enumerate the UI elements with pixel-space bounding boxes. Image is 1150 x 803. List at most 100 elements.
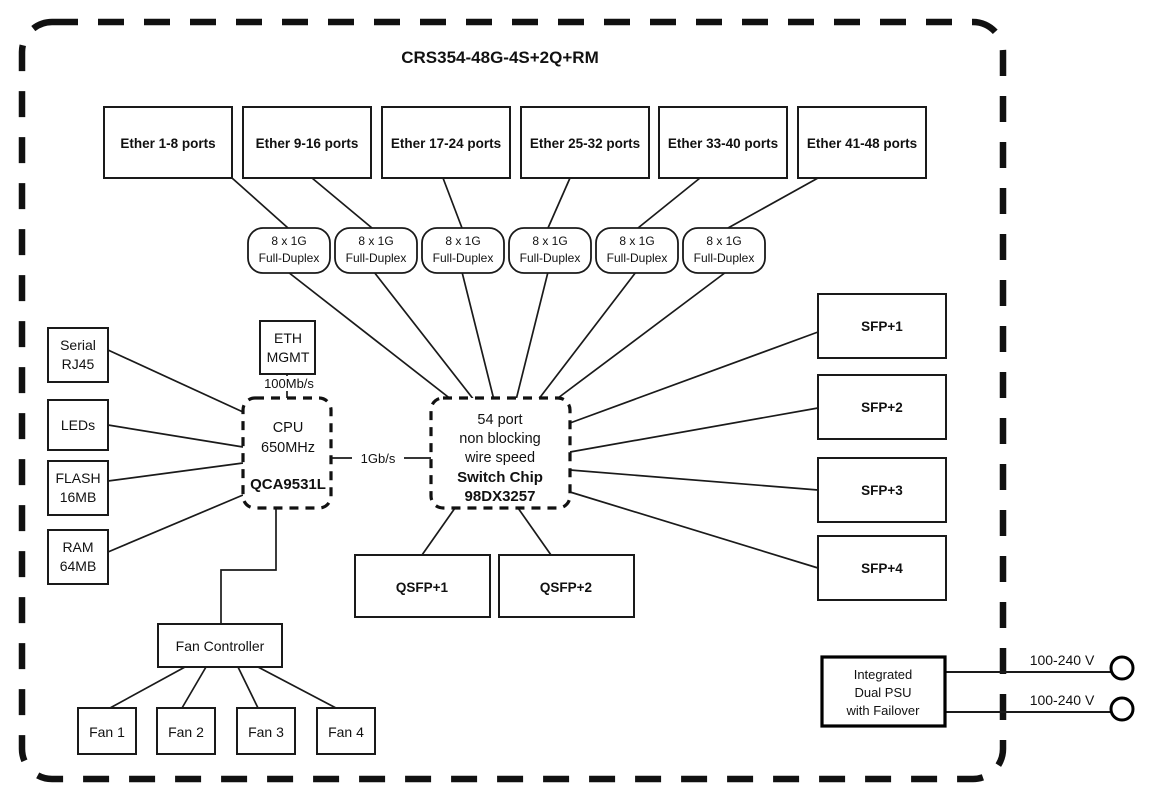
ether-group-4[interactable]: Ether 25-32 ports (520, 106, 650, 179)
switch-chip-line1: 54 port (477, 412, 522, 428)
qsfp-port-1-label: QSFP+1 (396, 580, 449, 595)
peripheral-serial-rj45[interactable]: Serial RJ45 (47, 327, 109, 383)
link-pill3-switch (461, 271, 495, 401)
ether-group-4-label: Ether 25-32 ports (530, 136, 640, 151)
link-leds-cpu (107, 424, 244, 448)
fan-3[interactable]: Fan 3 (236, 707, 296, 755)
eth-mgmt-line1: ETH (274, 330, 302, 346)
sfp-port-1-box[interactable] (817, 293, 947, 359)
link-pill-5-line2: Full-Duplex (607, 251, 668, 265)
link-pill-1-shape[interactable] (247, 227, 331, 274)
ether-group-5[interactable]: Ether 33-40 ports (658, 106, 788, 179)
cpu-label-line2: 650MHz (261, 440, 315, 456)
peripheral-ram-box[interactable] (47, 529, 109, 585)
psu-block-box[interactable] (820, 655, 947, 728)
link-pill-3[interactable]: 8 x 1G Full-Duplex (421, 227, 505, 274)
peripheral-serial-rj45-box[interactable] (47, 327, 109, 383)
peripheral-flash[interactable]: FLASH 16MB (47, 460, 109, 516)
qsfp-port-2-box[interactable] (498, 554, 635, 618)
ether-group-1-label: Ether 1-8 ports (120, 136, 215, 151)
sfp-port-2-box[interactable] (817, 374, 947, 440)
sfp-port-3-box[interactable] (817, 457, 947, 523)
sfp-port-1[interactable]: SFP+1 (817, 293, 947, 359)
link-fanctrl-fan4 (257, 666, 337, 709)
peripheral-ram[interactable]: RAM 64MB (47, 529, 109, 585)
fan-controller-to-fan-links (109, 666, 337, 709)
peripheral-leds[interactable]: LEDs (47, 399, 109, 451)
link-pill-3-shape[interactable] (421, 227, 505, 274)
link-ether3-pill3 (442, 177, 463, 229)
qsfp-port-1[interactable]: QSFP+1 (354, 554, 491, 618)
qsfp-port-1-box[interactable] (354, 554, 491, 618)
peripheral-leds-box[interactable] (47, 399, 109, 451)
ether-group-1-box[interactable] (103, 106, 233, 179)
ether-group-2[interactable]: Ether 9-16 ports (242, 106, 372, 179)
link-fanctrl-fan2 (181, 666, 207, 709)
sfp-port-4[interactable]: SFP+4 (817, 535, 947, 601)
eth-mgmt-line2: MGMT (267, 349, 310, 365)
psu-line3: with Failover (846, 703, 921, 718)
fan-4[interactable]: Fan 4 (316, 707, 376, 755)
sfp-port-4-box[interactable] (817, 535, 947, 601)
cpu-block-outline[interactable] (241, 396, 333, 510)
link-ether1-pill1 (231, 177, 289, 229)
ether-group-6[interactable]: Ether 41-48 ports (797, 106, 927, 179)
ether-group-3[interactable]: Ether 17-24 ports (381, 106, 511, 179)
switch-chip-block[interactable]: 54 port non blocking wire speed Switch C… (429, 396, 572, 510)
ether-group-4-box[interactable] (520, 106, 650, 179)
link-pill-5-line1: 8 x 1G (619, 234, 654, 248)
ether-group-2-label: Ether 9-16 ports (256, 136, 359, 151)
eth-mgmt-box[interactable] (259, 320, 316, 375)
link-pill-4-line1: 8 x 1G (532, 234, 567, 248)
link-pill-6-shape[interactable] (682, 227, 766, 274)
cpu-label-line1: CPU (273, 420, 304, 436)
fan-1-box[interactable] (77, 707, 137, 755)
fan-2-label: Fan 2 (168, 724, 204, 740)
sfp-port-2[interactable]: SFP+2 (817, 374, 947, 440)
peripheral-serial-rj45-line2: RJ45 (62, 356, 95, 372)
fan-4-box[interactable] (316, 707, 376, 755)
link-pill-2-shape[interactable] (334, 227, 418, 274)
ether-group-3-box[interactable] (381, 106, 511, 179)
link-pill-2[interactable]: 8 x 1G Full-Duplex (334, 227, 418, 274)
fan-2-box[interactable] (156, 707, 216, 755)
link-cpu-fan-controller (220, 508, 277, 624)
cpu-switch-speed-backdrop (352, 449, 404, 466)
link-pill-1[interactable]: 8 x 1G Full-Duplex (247, 227, 331, 274)
link-fanctrl-fan1 (109, 666, 186, 709)
link-pill-6-line1: 8 x 1G (706, 234, 741, 248)
ether-group-1[interactable]: Ether 1-8 ports (103, 106, 233, 179)
fan-controller[interactable]: Fan Controller (157, 623, 283, 668)
link-pill-5-shape[interactable] (595, 227, 679, 274)
link-pill-4[interactable]: 8 x 1G Full-Duplex (508, 227, 592, 274)
fan-1-label: Fan 1 (89, 724, 125, 740)
fan-controller-box[interactable] (157, 623, 283, 668)
cpu-block[interactable]: CPU 650MHz QCA9531L (241, 396, 333, 510)
switch-chip-line4: Switch Chip (457, 469, 543, 486)
power-input-2-label: 100-240 V (1030, 692, 1095, 708)
link-ether5-pill5 (637, 177, 701, 229)
peripheral-serial-rj45-line1: Serial (60, 337, 96, 353)
psu-line2: Dual PSU (854, 685, 911, 700)
sfp-port-3[interactable]: SFP+3 (817, 457, 947, 523)
link-pill-4-shape[interactable] (508, 227, 592, 274)
peripheral-ram-line1: RAM (62, 539, 93, 555)
eth-mgmt[interactable]: ETH MGMT (259, 320, 316, 375)
fan-2[interactable]: Fan 2 (156, 707, 216, 755)
peripheral-flash-line2: 16MB (60, 489, 97, 505)
sfp-port-2-label: SFP+2 (861, 400, 903, 415)
ether-group-2-box[interactable] (242, 106, 372, 179)
link-pill-5[interactable]: 8 x 1G Full-Duplex (595, 227, 679, 274)
peripheral-flash-box[interactable] (47, 460, 109, 516)
link-pill-6[interactable]: 8 x 1G Full-Duplex (682, 227, 766, 274)
fan-3-box[interactable] (236, 707, 296, 755)
ether-group-6-box[interactable] (797, 106, 927, 179)
fan-1[interactable]: Fan 1 (77, 707, 137, 755)
ether-group-5-box[interactable] (658, 106, 788, 179)
link-ether4-pill4 (547, 177, 571, 229)
qsfp-port-2[interactable]: QSFP+2 (498, 554, 635, 618)
switch-chip-outline[interactable] (429, 396, 572, 510)
psu-block[interactable]: Integrated Dual PSU with Failover (820, 655, 947, 728)
switch-chip-line3: wire speed (464, 450, 535, 466)
chassis-boundary (18, 18, 1007, 783)
